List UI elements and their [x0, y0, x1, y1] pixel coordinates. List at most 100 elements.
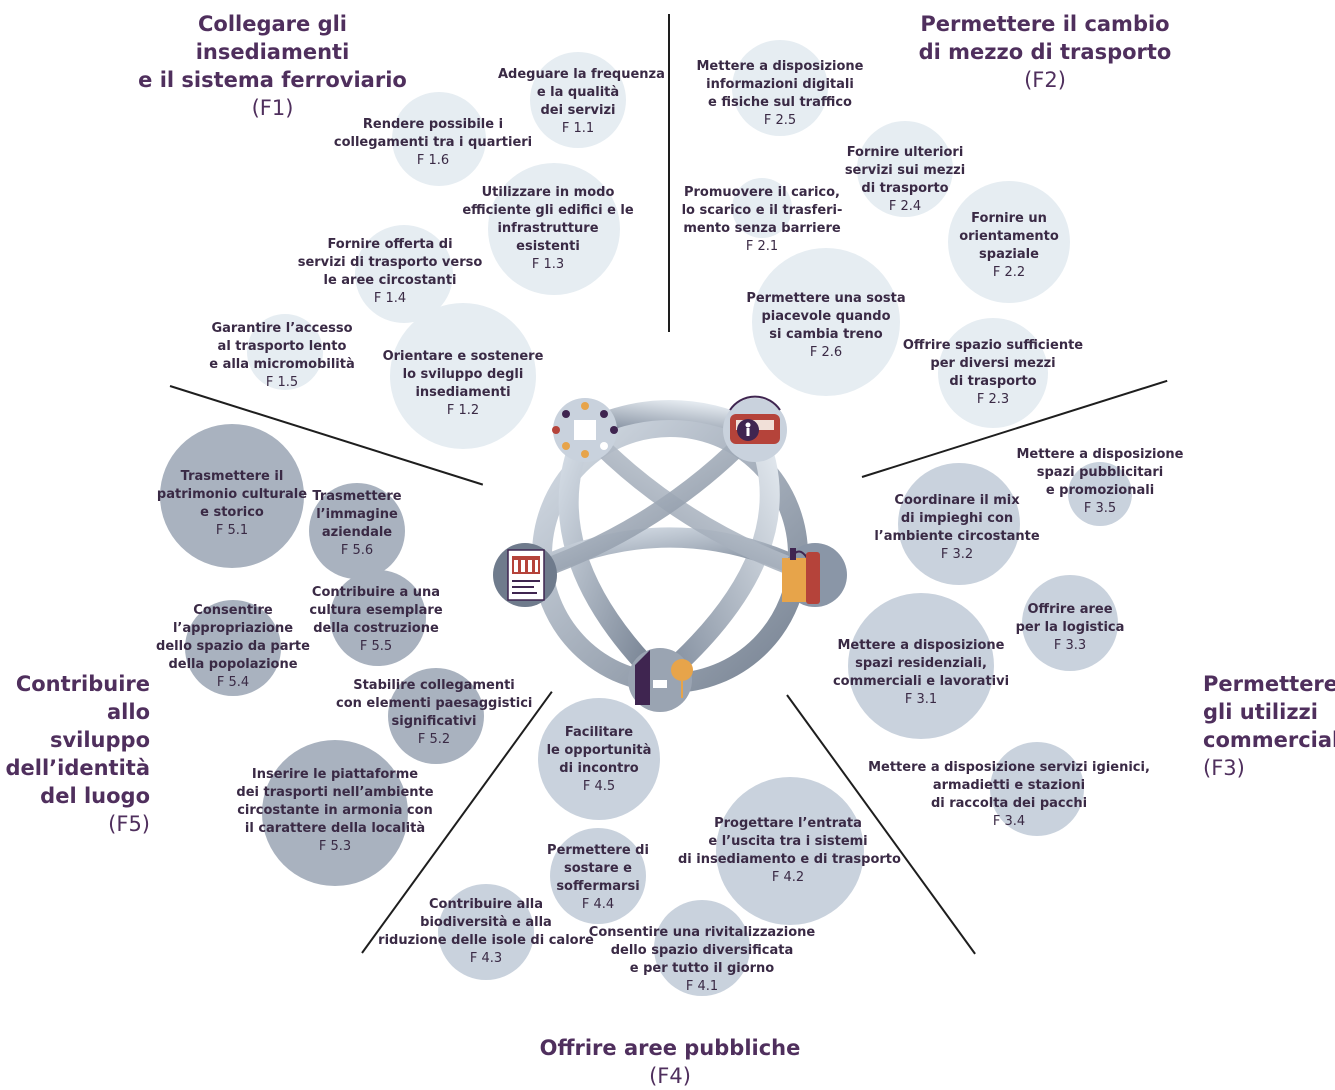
item-f31-code: F 3.1: [904, 692, 938, 707]
sector-title-f3-line3: commerciali: [1203, 728, 1335, 752]
item-f11-code: F 1.1: [561, 121, 595, 136]
item-f25-line: informazioni digitali: [706, 77, 854, 92]
bubble-f31: [848, 593, 994, 739]
bubble-f25: [732, 40, 828, 136]
item-f34-code: F 3.4: [992, 814, 1026, 829]
item-f22-line: Fornire un: [971, 211, 1047, 226]
item-f21-line: mento senza barriere: [683, 221, 841, 236]
item-f11-line: e la qualità: [536, 85, 620, 100]
item-f43-line: Contribuire alla: [428, 897, 544, 912]
item-f23-line: per diversi mezzi: [930, 356, 1056, 371]
item-f35-line: spazi pubblicitari: [1036, 465, 1164, 480]
train-transfer-icon: [723, 395, 787, 462]
sector-title-f5-line1: Contribuire: [15, 672, 150, 696]
item-f35-line: e promozionali: [1045, 483, 1155, 498]
item-f52-line: significativi: [391, 714, 477, 729]
item-f54-code: F 5.4: [216, 675, 250, 690]
item-f16-line: Rendere possibile i: [362, 117, 504, 132]
item-f16-line: collegamenti tra i quartieri: [333, 135, 533, 150]
sector-title-f4-line1: Offrire aree pubbliche: [539, 1036, 801, 1060]
item-f26-code: F 2.6: [809, 345, 843, 360]
item-f26-line: si cambia treno: [769, 327, 883, 342]
item-f25-code: F 2.5: [763, 113, 797, 128]
item-f13: Utilizzare in modo efficiente gli edifici…: [458, 184, 638, 274]
bubble-f53: [262, 740, 408, 886]
house-park-icon: [628, 648, 693, 712]
item-f11-line: dei servizi: [540, 103, 616, 118]
bubble-f44: [550, 828, 646, 924]
item-f16: Rendere possibile i collegamenti tra i qu…: [333, 116, 533, 170]
bubble-f34: [990, 742, 1084, 836]
sector-code-f3: (F3): [1203, 756, 1245, 780]
item-f51-line: Trasmettere il: [180, 469, 284, 484]
bubble-f45: [538, 698, 660, 820]
bubble-f43: [438, 884, 534, 980]
item-f34-line: di raccolta dei pacchi: [930, 796, 1088, 811]
item-f55-line: Contribuire a una: [311, 585, 441, 600]
item-f51-line: e storico: [200, 505, 264, 520]
item-f12-code: F 1.2: [446, 403, 480, 418]
item-f33-line: Offrire aree: [1027, 602, 1113, 617]
item-f25-line: Mettere a disposizione: [696, 59, 864, 74]
item-f45-line: di incontro: [559, 761, 639, 776]
item-f15-code: F 1.5: [265, 375, 299, 390]
item-f45-line: Facilitare: [564, 725, 634, 740]
bubble-f32: [898, 463, 1020, 585]
item-f15-line: Garantire l’accesso: [211, 321, 353, 336]
bubble-f33: [1022, 575, 1118, 671]
sector-title-f3: Permettere gli utilizzi commerciali (F3): [1203, 670, 1335, 782]
item-f13-line: efficiente gli edifici e le: [462, 203, 634, 218]
item-f42-line: di insediamento e di trasporto: [678, 852, 901, 867]
bubble-f52: [388, 668, 484, 764]
item-f12-line: Orientare e sostenere: [382, 349, 544, 364]
bubble-f41: [654, 900, 750, 996]
item-f14-line: servizi di trasporto verso: [297, 255, 483, 270]
item-f13-line: Utilizzare in modo: [481, 185, 615, 200]
item-f41-line: e per tutto il giorno: [629, 961, 775, 976]
bubble-f15: [247, 314, 323, 390]
item-f44-line: Permettere di: [547, 843, 649, 858]
item-f23-line: Offrire spazio sufficiente: [902, 338, 1084, 353]
bubble-f56: [309, 483, 405, 579]
bubble-f35: [1068, 462, 1132, 526]
item-f21-line: lo scarico e il trasferi-: [681, 203, 843, 218]
item-f12-line: insediamenti: [415, 385, 511, 400]
item-f21: Promuovere il carico, lo scarico e il tra…: [673, 184, 851, 256]
shopping-bag-icon: [782, 543, 847, 607]
item-f44-code: F 4.4: [581, 897, 615, 912]
sector-title-f1: Collegare gli insediamenti e il sistema …: [120, 10, 425, 122]
bubble-f16: [392, 92, 486, 186]
item-f25-line: e fisiche sul traffico: [708, 95, 852, 110]
item-f54-line: della popolazione: [168, 657, 298, 672]
item-f24-code: F 2.4: [888, 199, 922, 214]
item-f14-line: Fornire offerta di: [327, 237, 453, 252]
sector-title-f1-line2: e il sistema ferroviario: [138, 68, 407, 92]
bubble-f22: [948, 181, 1070, 303]
item-f53-line: circostante in armonia con: [237, 803, 433, 818]
item-f55-line: della costruzione: [313, 621, 439, 636]
item-f22-line: spaziale: [979, 247, 1039, 262]
sector-title-f2-line2: di mezzo di trasporto: [918, 40, 1172, 64]
item-f41-line: Consentire una rivitalizzazione: [588, 925, 816, 940]
item-f34-line: Mettere a disposizione servizi igienici,: [868, 760, 1150, 775]
bubble-f21: [732, 178, 792, 238]
sector-code-f5: (F5): [108, 812, 150, 836]
item-f33-code: F 3.3: [1053, 638, 1087, 653]
item-f42-line: e l’uscita tra i sistemi: [708, 834, 868, 849]
item-f41-code: F 4.1: [685, 979, 719, 994]
item-f43-line: riduzione delle isole di calore: [378, 933, 594, 948]
item-f23-code: F 2.3: [976, 392, 1010, 407]
item-f35-code: F 3.5: [1083, 501, 1117, 516]
item-f45-code: F 4.5: [582, 779, 616, 794]
item-f56-line: Trasmettere: [312, 489, 402, 504]
sector-title-f3-line1: Permettere: [1203, 672, 1335, 696]
item-f21-line: Promuovere il carico,: [683, 185, 840, 200]
item-f56-code: F 5.6: [340, 543, 374, 558]
item-f16-code: F 1.6: [416, 153, 450, 168]
